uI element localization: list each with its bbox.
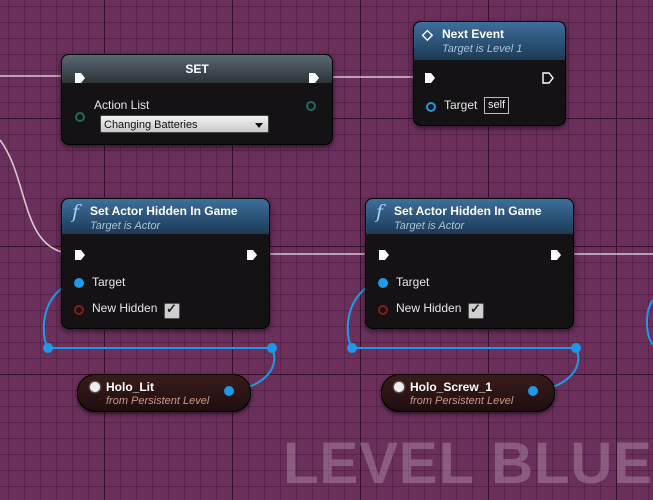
variable-name: Holo_Lit [106,380,154,394]
new-hidden-label: New Hidden [396,301,462,315]
function-title: Set Actor Hidden In Game [90,204,238,218]
next-event-subtitle: Target is Level 1 [442,43,523,55]
event-diamond-icon: ◇ [422,26,433,42]
action-list-out-pin[interactable] [306,101,316,111]
target-pin[interactable] [378,278,388,288]
new-hidden-checkbox[interactable]: ✓ [468,301,484,319]
reroute-node [347,343,357,353]
new-hidden-label: New Hidden [92,301,158,315]
new-hidden-pin[interactable] [378,305,388,315]
exec-out-pin[interactable] [246,249,258,261]
variable-node[interactable]: Holo_Screw_1 from Persistent Level [381,374,555,412]
reroute-node [43,343,53,353]
function-icon: f [376,201,384,223]
chevron-down-icon [255,123,263,128]
level-blueprint-watermark: LEVEL BLUE [283,431,653,496]
exec-wire [0,139,75,255]
set-actor-hidden-node[interactable]: f Set Actor Hidden In Game Target is Act… [365,198,574,329]
function-icon: f [72,201,80,223]
function-subtitle: Target is Actor [90,220,161,232]
new-hidden-pin[interactable] [74,305,84,315]
function-title: Set Actor Hidden In Game [394,204,542,218]
variable-icon [90,382,100,392]
target-label: Target [444,98,478,112]
target-label: Target [396,275,430,289]
function-subtitle: Target is Actor [394,220,465,232]
exec-out-pin[interactable] [308,72,320,84]
variable-subtitle: from Persistent Level [106,395,210,407]
set-node-header: SET [62,55,332,83]
target-pin[interactable] [74,278,84,288]
action-list-value: Changing Batteries [104,119,198,131]
exec-in-pin[interactable] [378,249,390,261]
variable-node[interactable]: Holo_Lit from Persistent Level [77,374,251,412]
variable-name: Holo_Screw_1 [410,380,493,394]
action-list-in-pin[interactable] [75,112,85,122]
next-event-header: ◇ Next Event Target is Level 1 [414,22,565,60]
checkmark-icon: ✓ [470,301,481,316]
next-event-node[interactable]: ◇ Next Event Target is Level 1 Target se… [413,21,566,126]
set-node-title: SET [185,62,209,76]
variable-out-pin[interactable] [224,386,234,396]
target-pin[interactable] [426,102,436,112]
exec-out-pin[interactable] [542,72,554,84]
checkmark-icon: ✓ [166,301,177,316]
target-self-field[interactable]: self [484,97,510,114]
object-wire [646,299,653,346]
action-list-dropdown[interactable]: Changing Batteries [100,115,269,133]
function-header: f Set Actor Hidden In Game Target is Act… [366,199,573,234]
set-node[interactable]: SET Action List Changing Batteries [61,54,333,145]
reroute-node [267,343,277,353]
function-header: f Set Actor Hidden In Game Target is Act… [62,199,269,234]
next-event-title: Next Event [442,27,505,41]
new-hidden-checkbox[interactable]: ✓ [164,301,180,319]
exec-in-pin[interactable] [74,72,86,84]
exec-in-pin[interactable] [74,249,86,261]
set-actor-hidden-node[interactable]: f Set Actor Hidden In Game Target is Act… [61,198,270,329]
variable-icon [394,382,404,392]
target-label: Target [92,275,126,289]
exec-out-pin[interactable] [550,249,562,261]
reroute-node [571,343,581,353]
variable-subtitle: from Persistent Level [410,395,514,407]
exec-in-pin[interactable] [424,72,436,84]
variable-out-pin[interactable] [528,386,538,396]
action-list-label: Action List [94,98,150,112]
